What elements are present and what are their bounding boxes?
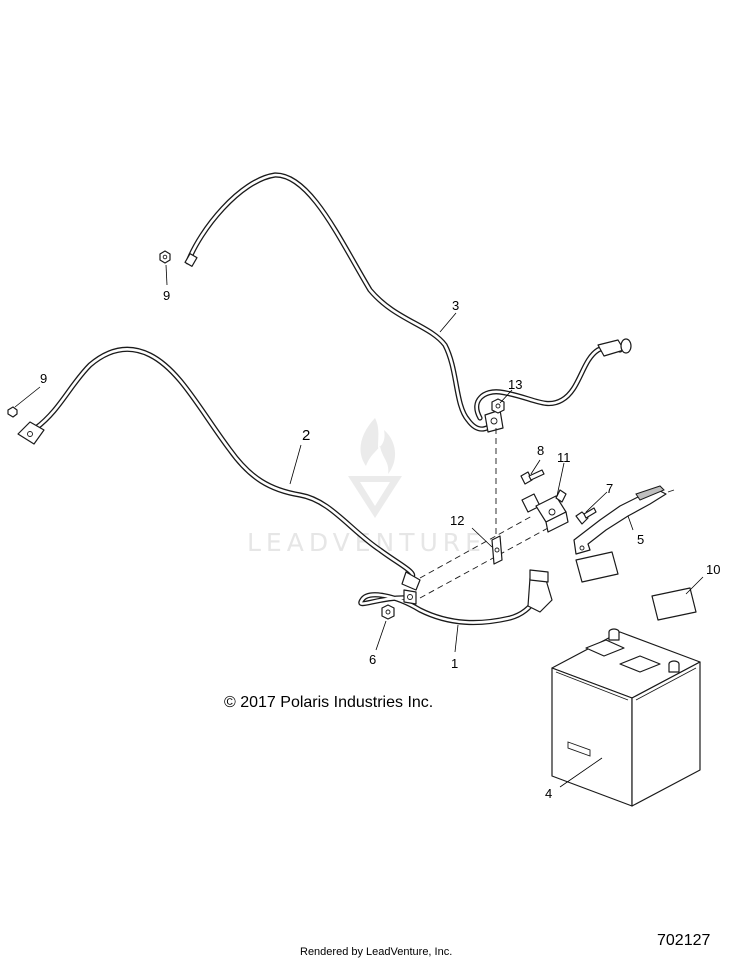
nut-9-left	[7, 406, 18, 418]
callout-5: 5	[637, 532, 644, 547]
callout-11: 11	[557, 450, 571, 465]
watermark: LEADVENTURE	[247, 418, 486, 557]
relay-11	[521, 489, 569, 533]
callout-2: 2	[302, 427, 310, 444]
callout-1: 1	[451, 656, 458, 671]
callout-7: 7	[606, 481, 613, 496]
nut-6	[381, 604, 395, 620]
callout-8: 8	[537, 443, 544, 458]
callout-9-upper: 9	[163, 288, 170, 303]
cable-2-terminal	[17, 421, 421, 591]
cable-3-terminal	[184, 253, 632, 433]
strap-5	[573, 485, 675, 555]
callout-9-left: 9	[40, 371, 47, 386]
callout-4: 4	[545, 786, 552, 801]
pad-under-strap	[575, 551, 619, 583]
bolt-7	[575, 507, 597, 525]
copyright-notice: © 2017 Polaris Industries Inc.	[224, 694, 434, 711]
assembly-lines	[419, 428, 549, 599]
rendered-by-footer: Rendered by LeadVenture, Inc.	[300, 946, 453, 958]
leader-lines	[14, 264, 704, 788]
callouts: 1 2 3 4 5 6 7 8 9 9 10 11 12 13	[40, 288, 720, 801]
cable-1	[358, 569, 553, 626]
callout-3: 3	[452, 298, 459, 313]
callout-12: 12	[450, 513, 464, 528]
pad-10	[651, 587, 697, 621]
watermark-text: LEADVENTURE	[247, 528, 486, 557]
callout-10: 10	[706, 562, 720, 577]
watermark-logo	[348, 418, 402, 518]
battery-terminal-boot	[403, 569, 553, 613]
bracket-12	[491, 535, 503, 565]
battery-4	[551, 628, 701, 807]
battery-post-positive	[608, 628, 620, 641]
callout-6: 6	[369, 652, 376, 667]
cable-3	[184, 172, 632, 433]
nut-9-upper	[159, 250, 171, 264]
bolt-8	[520, 469, 545, 485]
callout-13: 13	[508, 377, 522, 392]
battery-post-negative	[668, 660, 680, 673]
cable-2	[17, 346, 421, 591]
figure-number: 702127	[657, 932, 711, 949]
